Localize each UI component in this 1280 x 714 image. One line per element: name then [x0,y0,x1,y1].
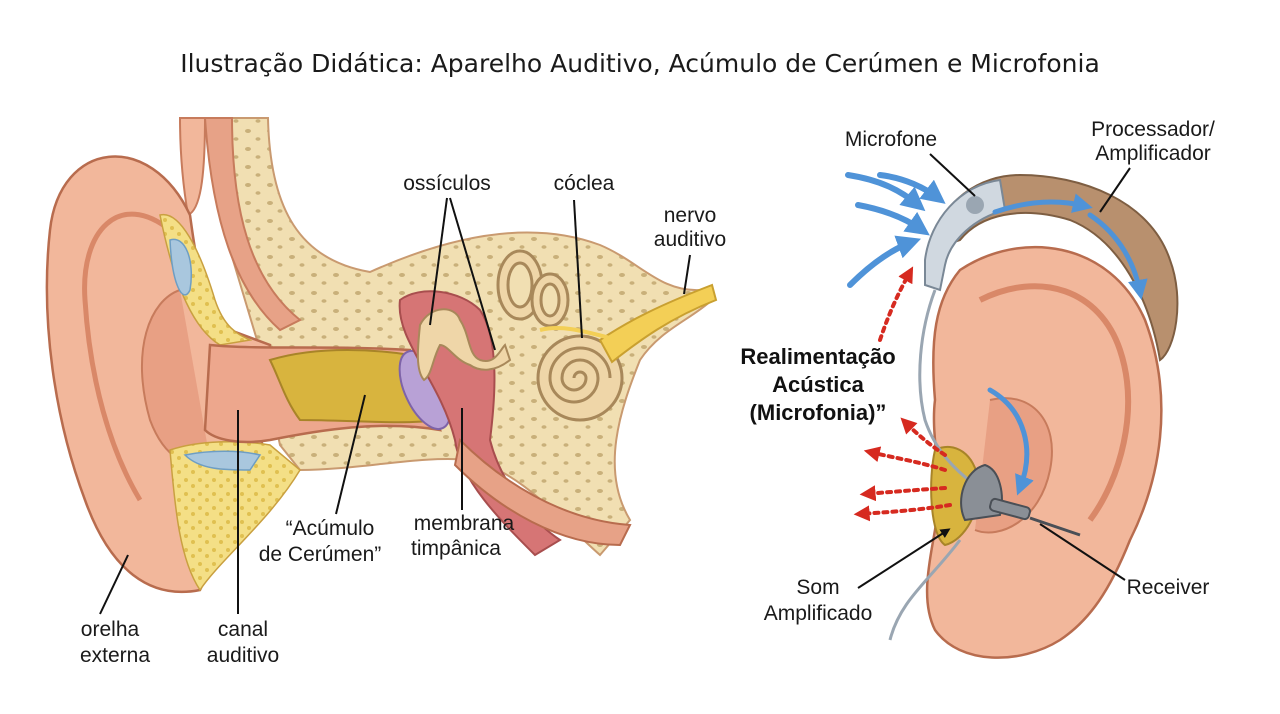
sound-arrow-3 [847,235,922,288]
label-receiver: Receiver [1127,576,1210,599]
label-orelha-1: orelha [81,618,140,641]
label-cerumen-2: de Cerúmen” [259,543,382,566]
signal-path-arrows [987,193,1148,496]
label-cerumen-1: “Acúmulo [286,517,375,540]
label-nervo-2: auditivo [654,228,726,251]
feedback-arrow-3 [859,485,947,502]
label-processador-2: Amplificador [1095,142,1211,165]
feedback-arrows [853,266,952,522]
leader-processador [1099,167,1131,213]
nerve-fibers [539,326,611,340]
cartilage-lower [169,441,301,592]
hearing-aid-illustration [845,172,1179,659]
label-membrana-2: timpânica [411,537,501,560]
leader-som [857,528,951,589]
receiver-unit [960,463,1081,537]
blue-tissue-1 [169,238,192,296]
ear-cross-section [45,117,718,594]
label-processador-1: Processador/ [1091,118,1215,141]
pinna-fold [82,211,172,502]
leader-nervo [683,254,691,295]
leader-receiver [1039,523,1126,581]
label-som-1: Som [796,576,839,599]
aid-body [928,173,1179,362]
label-orelha-2: externa [80,644,150,667]
sound-arrow-4 [877,172,946,204]
skin-top [178,117,207,217]
blue-tissue-2 [183,450,262,471]
label-som-2: Amplificado [764,602,873,625]
feedback-arrow-1 [900,417,947,457]
microphone-ports [966,196,984,214]
leader-ossiculos-2 [449,197,496,351]
label-ossiculos: ossículos [403,172,491,195]
signal-arrow-1 [992,193,1093,215]
label-microfone: Microfone [845,128,937,151]
label-canal-2: auditivo [207,644,279,667]
label-coclea: cóclea [554,172,615,195]
feedback-arrow-4 [853,503,952,522]
skin-strip [203,117,302,332]
diagram-title: Ilustração Didática: Aparelho Auditivo, … [180,49,1100,78]
right-labels: Microfone Processador/ Amplificador Real… [740,118,1215,625]
cerumen-plug [268,349,442,424]
left-labels: ossículos cóclea nervo auditivo “Acúmulo… [80,172,726,667]
auditory-nerve [598,283,718,364]
label-canal-1: canal [218,618,268,641]
sound-arrow-1 [845,172,926,212]
helix-fold [978,283,1132,522]
incoming-sound-arrows [845,172,946,288]
sound-arrow-2 [855,202,930,236]
lower-wire [888,539,962,641]
label-realimentacao-2: Acústica [772,372,864,397]
feedback-arrow-up [878,266,914,342]
label-realimentacao-3: (Microfonia)” [750,400,887,425]
signal-arrow-2 [1087,212,1148,300]
label-membrana-1: membrana [414,512,515,535]
semicircular-canals [496,249,570,328]
leader-microfone [929,153,976,197]
leader-ossiculos-1 [429,197,448,326]
label-realimentacao-1: Realimentação [740,344,895,369]
eustachian-tube [453,437,632,547]
cochlea [536,334,624,422]
leader-coclea [573,199,583,339]
feedback-arrow-2 [863,446,947,472]
leader-cerumen [335,394,366,515]
aid-wire [918,289,976,487]
label-nervo-1: nervo [664,204,717,227]
ossicles [416,308,512,382]
signal-arrow-3 [987,387,1034,496]
leader-orelha [99,554,129,615]
